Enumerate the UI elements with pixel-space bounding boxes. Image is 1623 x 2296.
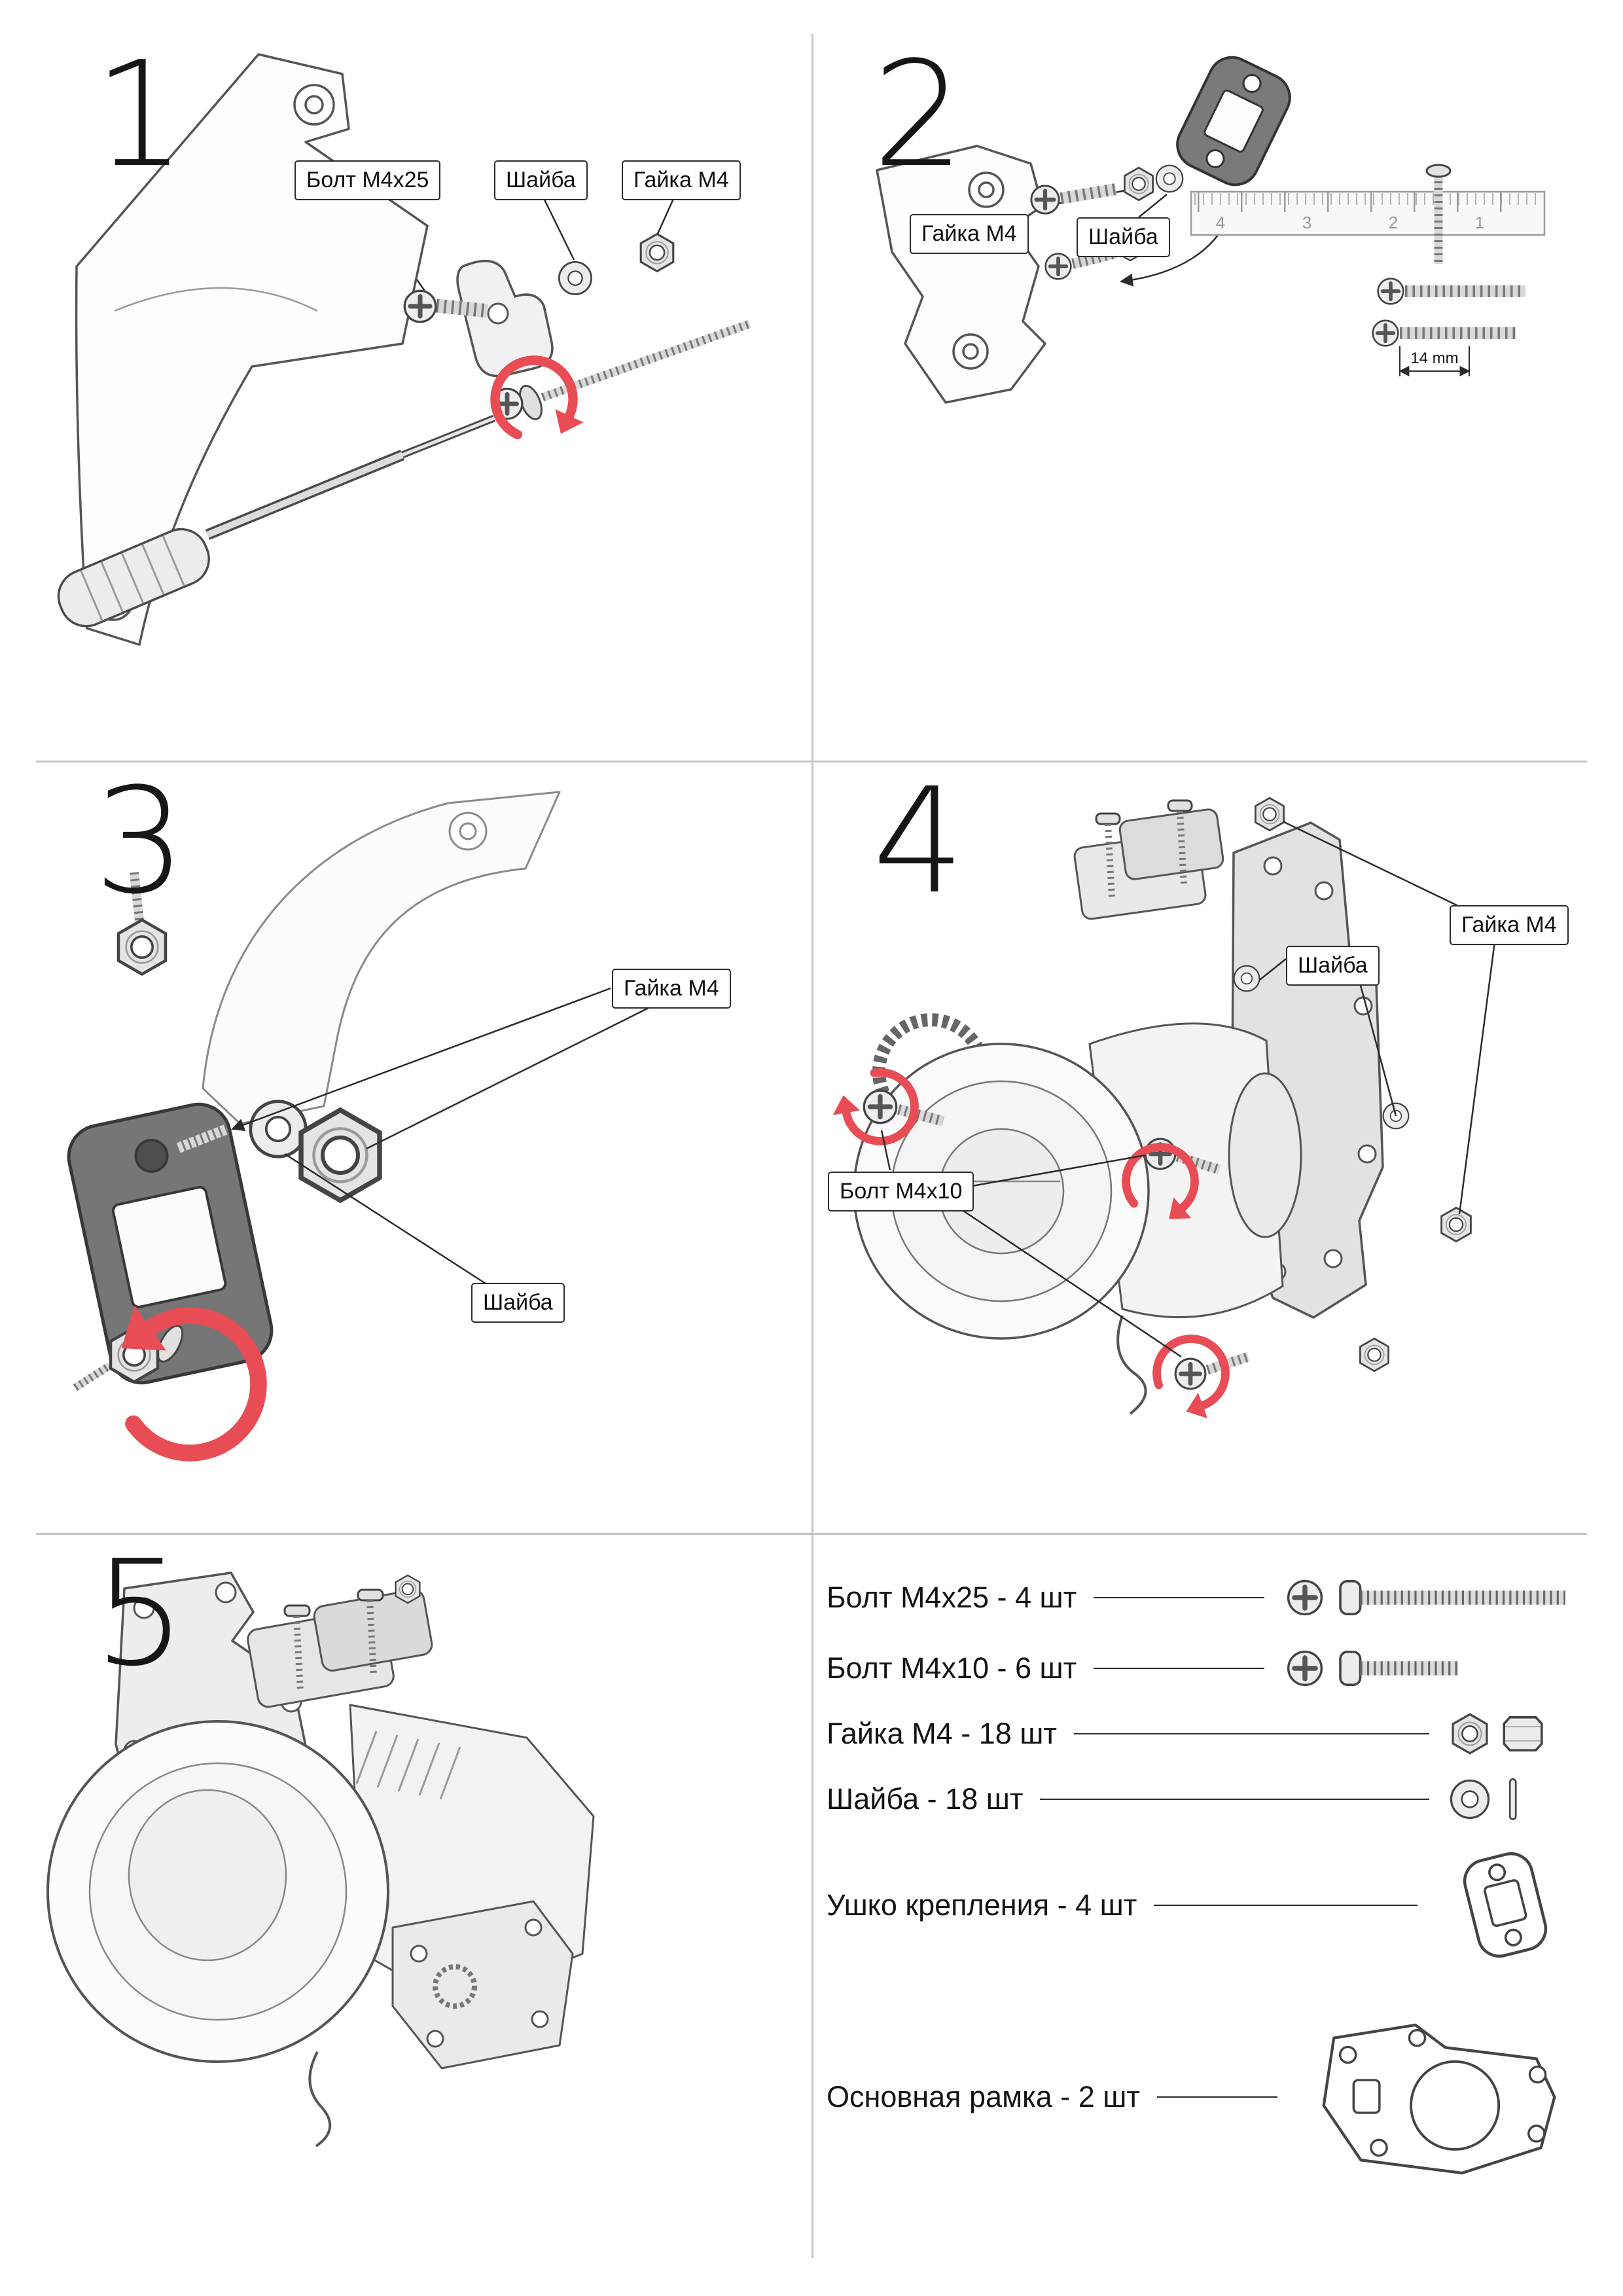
ruler-number: 3 bbox=[1302, 213, 1311, 232]
step-4-illustration bbox=[815, 797, 1497, 1533]
adjuster-bracket bbox=[1073, 799, 1224, 920]
nut-m4-icon bbox=[1452, 1713, 1543, 1755]
leader-line bbox=[1156, 2096, 1277, 2098]
adjuster-gear bbox=[433, 1964, 477, 2009]
nut-m4 bbox=[1359, 1337, 1389, 1372]
ruler: 4 3 2 1 bbox=[1190, 190, 1546, 236]
leader-line bbox=[1073, 1733, 1429, 1734]
nut-m4 bbox=[301, 1110, 380, 1200]
callout-bolt-m4x10: Болт M4x10 bbox=[828, 1172, 974, 1211]
threaded-stud bbox=[175, 1124, 229, 1154]
mounting-ear bbox=[1176, 56, 1291, 187]
dimension-14mm: 14 mm bbox=[1399, 346, 1471, 376]
ruler-number: 2 bbox=[1389, 213, 1398, 232]
main-frame-plate bbox=[202, 791, 561, 1125]
main-frame-icon bbox=[1322, 2023, 1556, 2175]
part-label: Болт M4x25 - 4 шт bbox=[827, 1581, 1077, 1614]
step-number: 3 bbox=[94, 757, 187, 926]
callout-washer: Шайба bbox=[471, 1283, 565, 1323]
ruler-number: 4 bbox=[1216, 213, 1225, 232]
bolt-m4x25 bbox=[404, 291, 489, 322]
step-number: 1 bbox=[94, 31, 187, 200]
part-label: Шайба - 18 шт bbox=[827, 1782, 1024, 1816]
driven-bolt bbox=[492, 319, 751, 422]
callout-washer: Шайба bbox=[1077, 217, 1170, 257]
divider-vertical bbox=[812, 34, 813, 2258]
dimension-label: 14 mm bbox=[1410, 350, 1458, 367]
washer bbox=[1233, 965, 1260, 992]
callout-washer: Шайба bbox=[1286, 946, 1380, 986]
parts-list-panel: Болт M4x25 - 4 шт Болт M4x10 - 6 шт Гайк… bbox=[815, 1535, 1587, 2260]
mounting-ear-icon bbox=[1463, 1852, 1548, 1958]
leader-line bbox=[1154, 1904, 1418, 1906]
step-number: 4 bbox=[872, 757, 965, 926]
nut-m4 bbox=[639, 232, 675, 273]
projector-body bbox=[853, 1013, 1302, 1415]
step-2-illustration: 4 3 2 1 bbox=[876, 56, 1546, 404]
washer bbox=[251, 1102, 306, 1157]
callout-nut-m4: Гайка M4 bbox=[622, 160, 741, 200]
parts-list-row: Основная рамка - 2 шт bbox=[827, 2013, 1576, 2181]
step-3-illustration bbox=[67, 791, 658, 1533]
leader-lines bbox=[880, 820, 1497, 1358]
step-number: 5 bbox=[94, 1530, 187, 1698]
mounting-ear bbox=[456, 259, 554, 378]
rear-bracket bbox=[391, 1900, 574, 2070]
washer-icon bbox=[1450, 1778, 1517, 1820]
parts-list-row: Болт M4x25 - 4 шт bbox=[827, 1574, 1576, 1621]
parts-list-row: Шайба - 18 шт bbox=[827, 1776, 1576, 1823]
callout-washer: Шайба bbox=[494, 160, 588, 200]
wires bbox=[1116, 1315, 1147, 1415]
part-label: Гайка M4 - 18 шт bbox=[827, 1717, 1057, 1750]
nut-m4 bbox=[1440, 1206, 1472, 1243]
parts-list-row: Ушко крепления - 4 шт bbox=[827, 1849, 1576, 1961]
step-5-panel: 5 bbox=[36, 1535, 812, 2260]
parts-list-row: Гайка M4 - 18 шт bbox=[827, 1710, 1576, 1757]
nut-m4 bbox=[1255, 797, 1285, 832]
bolt-measured-a bbox=[1378, 279, 1525, 304]
mounting-ear bbox=[67, 1102, 274, 1385]
main-frame-plate bbox=[876, 145, 1046, 404]
parts-list-row: Болт M4x10 - 6 шт bbox=[827, 1645, 1576, 1692]
bolt-m4x25-icon bbox=[1281, 1574, 1565, 1621]
step-5-illustration bbox=[46, 1571, 595, 2147]
wires bbox=[308, 2051, 332, 2147]
bolt-m4x10-bottom bbox=[1175, 1352, 1250, 1389]
callout-bolt-m4x25: Болт M4x25 bbox=[294, 160, 441, 200]
step-1-panel: 1 Болт M4x25 Шайба Гайка M4 bbox=[36, 36, 812, 761]
part-label: Ушко крепления - 4 шт bbox=[827, 1888, 1137, 1922]
stud-and-nut-top bbox=[118, 872, 166, 974]
step-4-panel: 4 Гайка M4 Шайба Болт M4x10 bbox=[815, 762, 1587, 1533]
leader-line bbox=[1094, 1668, 1264, 1669]
bolt-m4x10-left bbox=[864, 1090, 945, 1126]
nut-m4 bbox=[1124, 166, 1154, 202]
divider-horizontal-2 bbox=[36, 1533, 1587, 1535]
screwdriver bbox=[57, 414, 496, 628]
part-label: Основная рамка - 2 шт bbox=[827, 2080, 1140, 2113]
step-number: 2 bbox=[872, 31, 965, 200]
leader-line bbox=[1094, 1597, 1264, 1598]
step-2-panel: 4 3 2 1 bbox=[815, 36, 1587, 761]
bolt-m4x10-icon bbox=[1281, 1645, 1458, 1692]
divider-horizontal-1 bbox=[36, 761, 1587, 762]
bolt-measured-b bbox=[1373, 321, 1516, 346]
callout-nut-m4: Гайка M4 bbox=[612, 969, 731, 1009]
bolt-bottom bbox=[73, 1325, 184, 1391]
washer bbox=[1155, 164, 1184, 193]
leader-line bbox=[1040, 1799, 1429, 1800]
adjuster-bracket bbox=[247, 1574, 433, 1708]
callout-nut-m4: Гайка M4 bbox=[910, 214, 1029, 254]
part-label: Болт M4x10 - 6 шт bbox=[827, 1651, 1077, 1685]
leader-lines bbox=[231, 987, 658, 1286]
washer bbox=[558, 260, 593, 296]
bolt-vertical bbox=[1425, 164, 1452, 264]
callout-nut-m4: Гайка M4 bbox=[1450, 905, 1569, 945]
step-3-panel: 3 Гайка M4 Шайба bbox=[36, 762, 812, 1533]
bolt-top bbox=[1031, 183, 1117, 213]
step-1-illustration bbox=[57, 53, 751, 646]
ruler-number: 1 bbox=[1475, 213, 1484, 232]
